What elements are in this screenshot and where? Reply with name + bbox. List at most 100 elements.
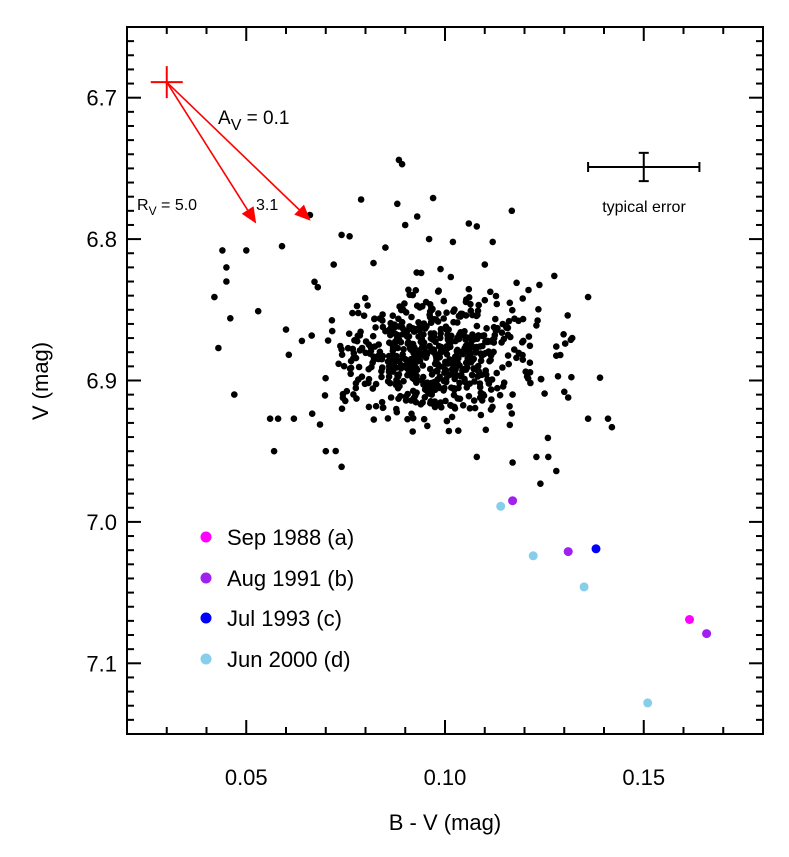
data-point xyxy=(496,501,506,511)
data-point xyxy=(584,415,592,423)
data-point xyxy=(352,380,360,387)
data-point xyxy=(519,295,526,302)
data-point xyxy=(394,384,402,392)
data-point xyxy=(448,413,456,421)
data-point xyxy=(442,323,450,331)
data-point xyxy=(541,390,548,397)
data-point xyxy=(409,291,417,299)
data-point xyxy=(362,338,370,345)
data-point xyxy=(395,395,402,403)
legend-item: Jul 1993 (c) xyxy=(200,606,342,631)
x-tick-label: 0.05 xyxy=(225,765,268,790)
data-point xyxy=(440,387,447,394)
data-point xyxy=(429,305,436,313)
data-point xyxy=(349,309,356,317)
series-sep-1988-a- xyxy=(685,615,694,624)
data-point xyxy=(528,551,538,561)
x-tick-label: 0.10 xyxy=(424,765,467,790)
data-point xyxy=(488,337,496,344)
data-point xyxy=(553,352,560,360)
data-point xyxy=(350,391,357,398)
data-point xyxy=(440,297,448,305)
data-point xyxy=(537,375,545,383)
data-point xyxy=(494,384,501,392)
data-point xyxy=(450,308,457,315)
data-point xyxy=(535,306,542,313)
data-point xyxy=(419,362,427,369)
data-point xyxy=(421,344,429,352)
data-point xyxy=(337,342,344,350)
data-point xyxy=(584,293,592,301)
data-point xyxy=(350,354,357,362)
data-point xyxy=(400,377,407,385)
data-point xyxy=(440,315,448,322)
data-point xyxy=(385,366,393,373)
legend-item: Aug 1991 (b) xyxy=(200,566,354,591)
annotations: AV = 0.1 RV = 5.0 3.1 typical error xyxy=(137,66,701,224)
data-point xyxy=(524,375,532,382)
data-point xyxy=(508,207,516,215)
data-point xyxy=(451,403,458,411)
legend-marker-icon xyxy=(200,612,212,624)
data-point xyxy=(340,362,348,370)
data-point xyxy=(403,364,410,371)
data-point xyxy=(702,629,712,639)
data-point xyxy=(211,293,218,301)
data-point xyxy=(243,247,250,254)
data-point xyxy=(482,426,490,434)
data-point xyxy=(492,315,499,323)
data-point xyxy=(553,343,560,350)
data-point xyxy=(568,373,575,381)
data-point xyxy=(338,231,345,239)
data-point xyxy=(533,453,540,461)
legend-label: Sep 1988 (a) xyxy=(227,525,354,550)
data-point xyxy=(467,359,475,366)
extinction-label: AV = 0.1 xyxy=(218,108,289,134)
data-point xyxy=(469,311,476,319)
legend: Sep 1988 (a) Aug 1991 (b) Jul 1993 (c) Jun … xyxy=(200,525,354,672)
data-point xyxy=(519,315,527,323)
data-point xyxy=(475,332,482,339)
data-point xyxy=(338,405,346,413)
series-photometry-black-points- xyxy=(211,156,616,488)
data-point xyxy=(526,359,534,367)
data-point xyxy=(488,396,495,403)
data-point xyxy=(470,397,478,404)
data-point xyxy=(431,403,439,411)
data-point xyxy=(428,391,436,398)
data-point xyxy=(429,194,437,202)
data-point xyxy=(421,394,429,401)
data-point xyxy=(278,242,286,250)
data-point xyxy=(444,331,451,339)
data-point xyxy=(429,336,437,343)
data-point xyxy=(473,453,481,461)
data-point xyxy=(424,422,431,430)
arrow-head-icon xyxy=(294,204,311,221)
data-point xyxy=(392,330,399,338)
data-point xyxy=(412,373,420,381)
data-point xyxy=(513,354,520,362)
data-point xyxy=(465,392,473,400)
x-axis-title: B - V (mag) xyxy=(389,810,501,835)
data-point xyxy=(465,294,473,301)
data-point xyxy=(471,404,479,412)
data-point xyxy=(314,283,322,291)
data-point xyxy=(551,272,558,280)
series-jul-1993-c- xyxy=(591,544,601,554)
data-point xyxy=(369,332,377,340)
data-point xyxy=(405,339,412,346)
data-point xyxy=(487,386,495,393)
legend-item: Jun 2000 (d) xyxy=(200,647,351,672)
x-tick-label: 0.15 xyxy=(622,765,665,790)
data-point xyxy=(473,223,481,230)
data-point xyxy=(506,421,514,429)
legend-label: Aug 1991 (b) xyxy=(227,566,354,591)
data-point xyxy=(526,342,534,350)
rv-3-1-label: 3.1 xyxy=(256,197,278,214)
data-point xyxy=(322,447,330,455)
data-point xyxy=(425,235,433,243)
data-point xyxy=(477,357,485,365)
data-point xyxy=(472,346,480,354)
data-point xyxy=(413,269,421,276)
data-point xyxy=(404,415,411,423)
